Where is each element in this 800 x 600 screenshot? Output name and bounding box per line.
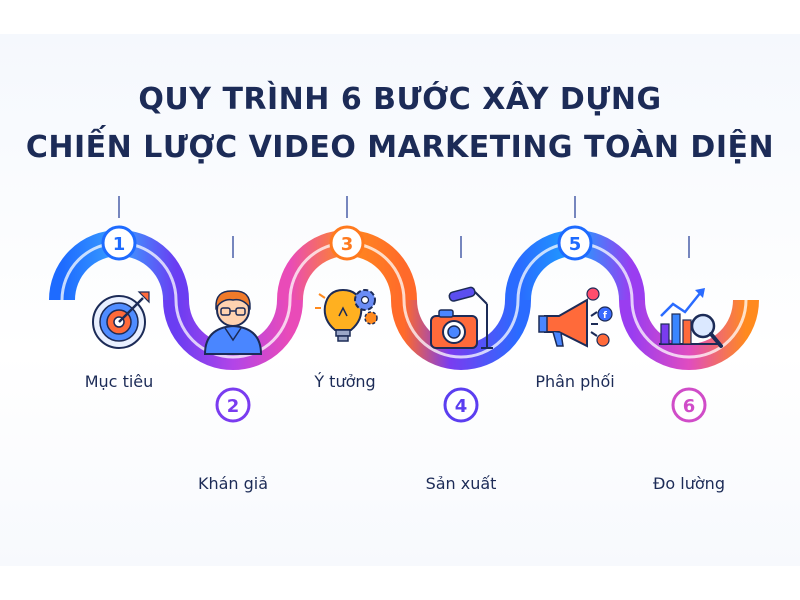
step-badge-1: 1 xyxy=(101,225,137,261)
step-number-5: 5 xyxy=(569,234,582,255)
step-badge-4: 4 xyxy=(443,387,479,423)
idea-lightbulb-gear-icon xyxy=(315,288,378,342)
step-badge-2: 2 xyxy=(215,387,251,423)
step-label-5: Phân phối xyxy=(535,372,615,391)
chart-magnifier-icon xyxy=(659,288,723,348)
step-number-3: 3 xyxy=(341,234,354,255)
connector-lines xyxy=(118,196,690,258)
step-badge-5: 5 xyxy=(557,225,593,261)
target-icon xyxy=(92,291,150,349)
step-label-6: Đo lường xyxy=(653,474,725,493)
step-badge-3: 3 xyxy=(329,225,365,261)
audience-person-icon xyxy=(203,290,263,355)
step-label-3: Ý tưởng xyxy=(314,372,376,391)
title-line-2: CHIẾN LƯỢC VIDEO MARKETING TOÀN DIỆN xyxy=(25,130,775,165)
step-number-2: 2 xyxy=(227,396,240,417)
title-line-1: QUY TRÌNH 6 BƯỚC XÂY DỰNG xyxy=(138,82,662,117)
step-label-4: Sản xuất xyxy=(425,474,497,493)
svg-text:f: f xyxy=(603,311,607,321)
step-number-4: 4 xyxy=(455,396,468,417)
step-label-2: Khán giả xyxy=(197,474,269,493)
step-number-6: 6 xyxy=(683,396,696,417)
step-number-1: 1 xyxy=(113,234,126,255)
step-badge-6: 6 xyxy=(671,387,707,423)
megaphone-social-icon: f xyxy=(538,287,613,348)
camera-microphone-icon xyxy=(430,286,493,349)
step-label-1: Mục tiêu xyxy=(84,372,154,391)
wave-highlight xyxy=(60,241,748,359)
